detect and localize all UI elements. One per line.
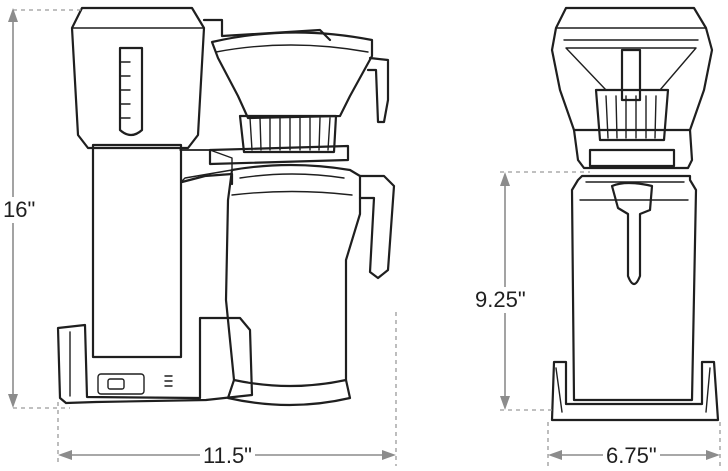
carafe bbox=[224, 163, 362, 388]
side-base bbox=[56, 316, 254, 405]
side-view bbox=[56, 6, 396, 407]
water-gauge bbox=[118, 46, 144, 137]
side-width-label: 11.5" bbox=[200, 443, 255, 469]
front-view bbox=[550, 6, 720, 422]
dimension-lines bbox=[8, 8, 721, 466]
front-width-label: 6.75" bbox=[603, 443, 660, 469]
front-lid bbox=[550, 6, 714, 132]
side-column bbox=[91, 143, 183, 359]
power-switch bbox=[97, 373, 145, 395]
front-carafe bbox=[570, 174, 698, 402]
water-tank bbox=[70, 6, 206, 150]
carafe-height-label: 9.25" bbox=[472, 287, 529, 313]
total-height-label: 16" bbox=[0, 197, 39, 223]
